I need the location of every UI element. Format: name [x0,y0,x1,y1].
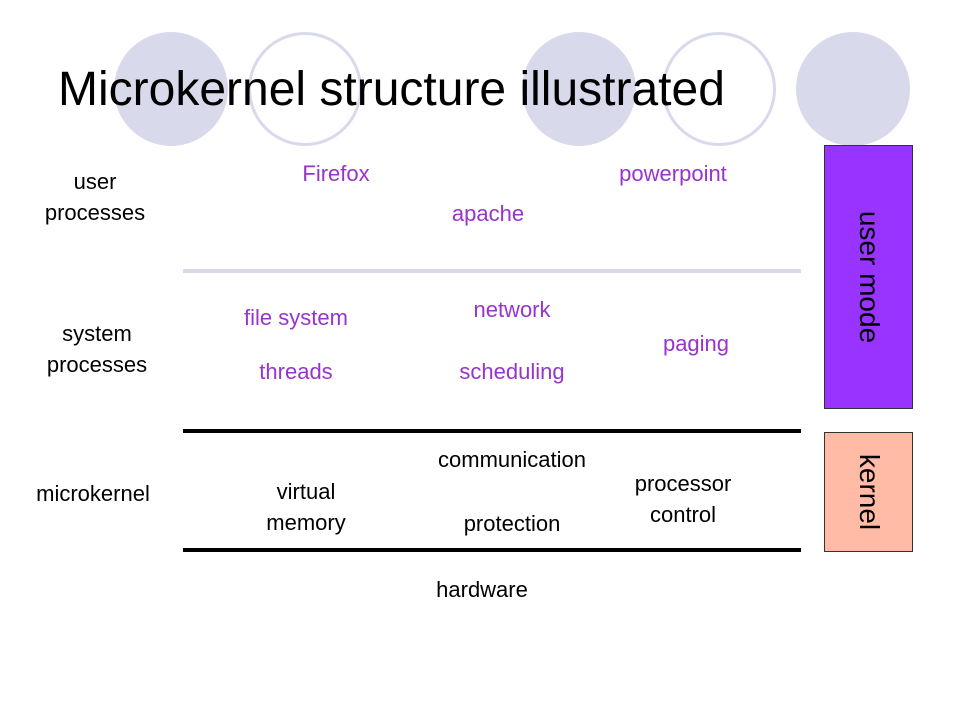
process-threads: threads [259,359,333,384]
decor-circle [662,32,776,146]
layer-label-system-processes: system processes [46,321,148,377]
process-network: network [473,297,551,322]
process-file-system: file system [244,305,348,330]
kernel-mode-label: kernel [853,453,885,531]
user-mode-box: user mode [824,145,913,409]
kernel-top-boundary [183,429,801,433]
process-paging: paging [662,331,730,356]
layer-label-user-processes: user processes [44,169,146,225]
decor-circle [522,32,636,146]
user-mode-label: user mode [853,210,885,344]
kernel-processor-control: processor control [634,471,732,527]
kernel-virtual-memory: virtual memory [266,479,346,535]
layer-label-microkernel: microkernel [36,481,150,506]
kernel-mode-box: kernel [824,432,913,552]
decor-circle [114,32,228,146]
slide-title: Microkernel structure illustrated [58,63,725,116]
process-firefox: Firefox [302,161,370,186]
kernel-bottom-boundary [183,548,801,552]
process-apache: apache [451,201,525,226]
decor-circle [248,32,362,146]
decor-circle [796,32,910,146]
user-system-divider [183,269,801,273]
process-scheduling: scheduling [459,359,565,384]
kernel-protection: protection [463,511,561,536]
process-powerpoint: powerpoint [619,161,727,186]
kernel-communication: communication [438,447,586,472]
hardware-label: hardware [436,577,528,602]
